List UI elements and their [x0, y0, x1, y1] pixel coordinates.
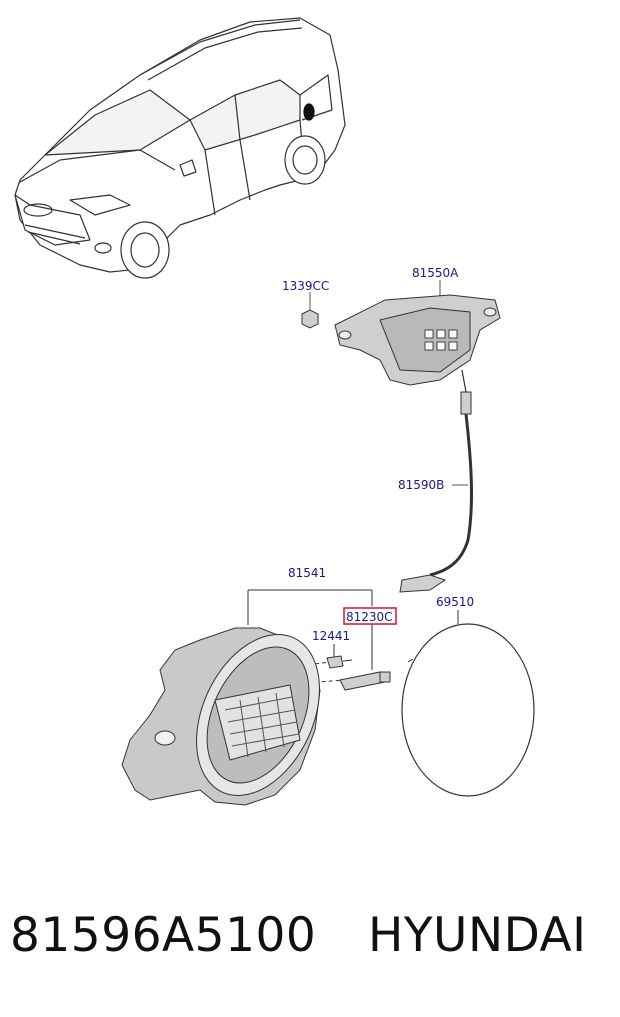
part-number: 81596A5100 [10, 908, 317, 963]
callout-81550a: 81550A [412, 266, 459, 280]
fuel-door-69510 [401, 623, 535, 797]
callout-69510: 69510 [436, 595, 474, 609]
cable-81590b [399, 369, 473, 593]
callout-1339cc: 1339CC [282, 279, 329, 293]
callout-12441: 12441 [312, 629, 350, 643]
lock-pin-81230c [339, 671, 391, 691]
footer-caption: 81596A5100 HYUNDAI [0, 900, 620, 980]
vehicle-illustration [14, 17, 346, 279]
callout-81541: 81541 [288, 566, 326, 580]
screw-12441 [326, 655, 353, 669]
highlight-box [343, 607, 397, 625]
nut-1339cc [301, 292, 319, 329]
actuator-81550a [334, 280, 501, 386]
parts-diagram: 1339CC 81550A 81590B 81541 81230C 12441 … [14, 17, 535, 806]
filler-housing-81541 [121, 627, 321, 806]
callout-81590b: 81590B [398, 478, 444, 492]
callout-81230c: 81230C [346, 610, 393, 624]
brand-name: HYUNDAI [368, 908, 587, 963]
